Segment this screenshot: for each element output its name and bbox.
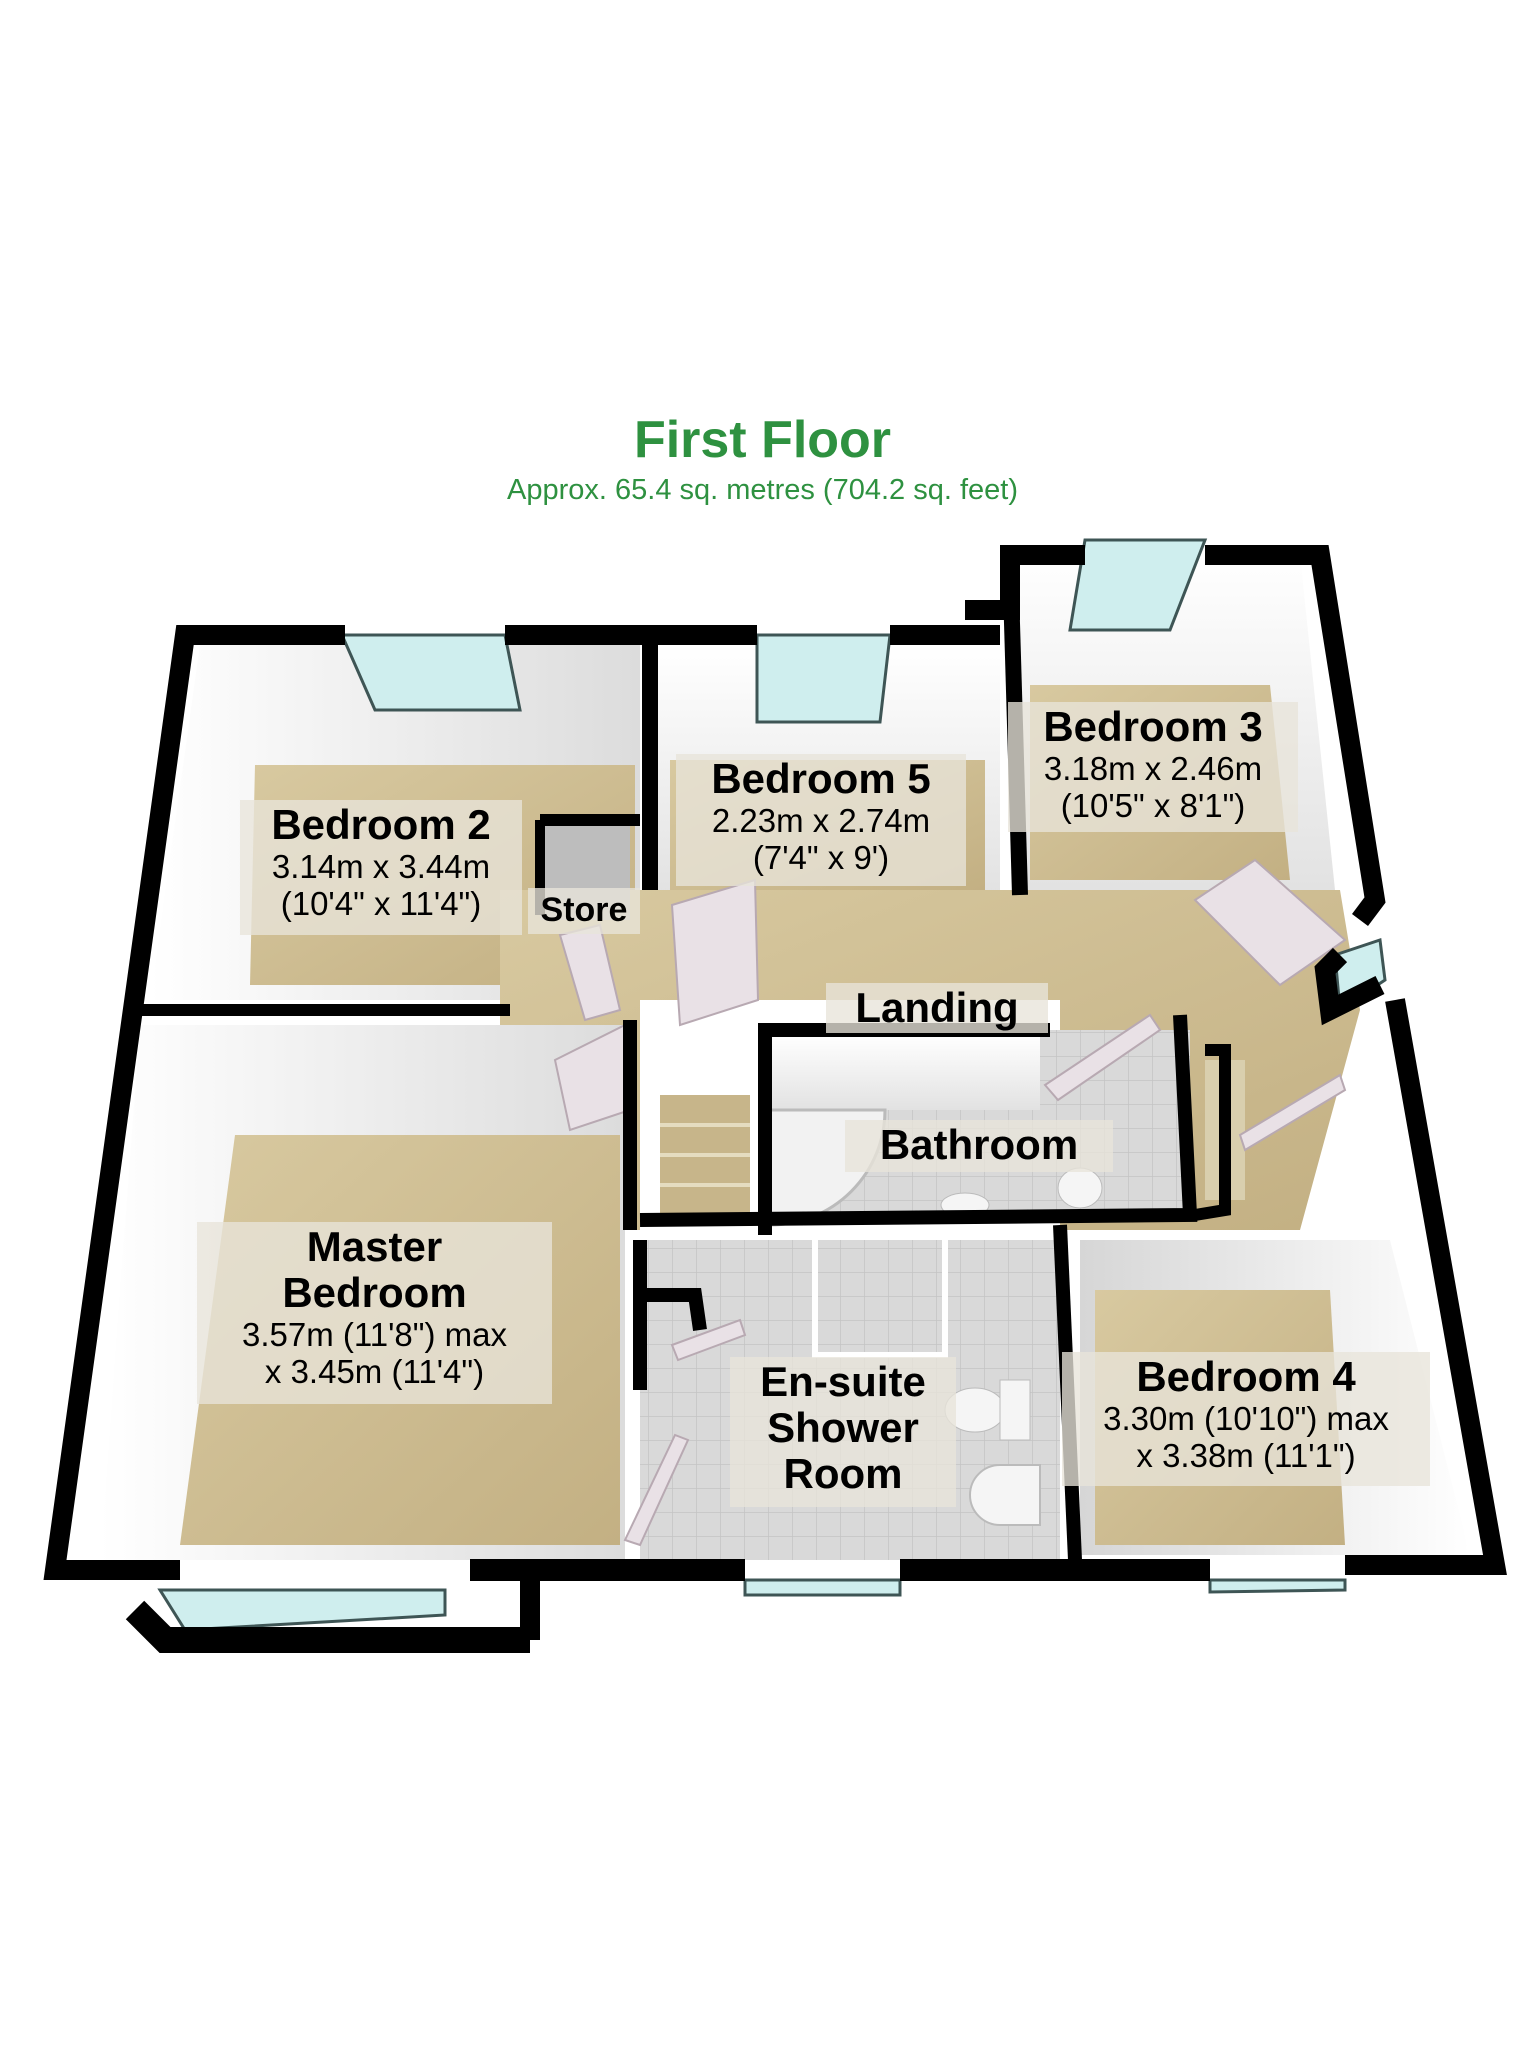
doors xyxy=(553,858,1347,1547)
room-name-line2: Bedroom xyxy=(282,1269,467,1316)
ensuite-basin-icon xyxy=(969,1464,1041,1526)
room-label-en-suite: En-suite Shower Room xyxy=(730,1357,956,1507)
bathroom-toilet-icon xyxy=(1057,1167,1103,1209)
room-name: Landing xyxy=(855,984,1019,1031)
room-name-line3: Room xyxy=(783,1450,903,1497)
room-name: Bedroom 5 xyxy=(711,755,931,802)
door-icon xyxy=(670,878,760,1027)
room-name-line1: Master xyxy=(306,1223,443,1270)
door-icon xyxy=(670,1318,747,1362)
window-icon xyxy=(1208,1578,1347,1594)
floor-header: First Floor Approx. 65.4 sq. metres (704… xyxy=(0,410,1525,508)
room-dimensions-line2: x 3.45m (11'4") xyxy=(264,1353,485,1390)
room-dimensions-imperial: (10'5" x 8'1") xyxy=(1060,787,1246,824)
window-icon xyxy=(755,633,892,724)
window-icon xyxy=(743,1578,902,1597)
door-icon xyxy=(623,1433,690,1547)
room-dimensions-metric: 2.23m x 2.74m xyxy=(711,802,931,839)
room-dimensions-line1: 3.57m (11'8") max xyxy=(242,1316,507,1353)
floor-area: Approx. 65.4 sq. metres (704.2 sq. feet) xyxy=(507,474,1018,506)
room-label-bathroom: Bathroom xyxy=(845,1120,1113,1172)
room-label-bedroom-2: Bedroom 2 3.14m x 3.44m (10'4" x 11'4") xyxy=(240,800,522,935)
room-dimensions-metric: 3.18m x 2.46m xyxy=(1043,750,1263,787)
fixtures xyxy=(768,1108,1103,1526)
room-dimensions-imperial: (7'4" x 9') xyxy=(752,839,890,876)
door-icon xyxy=(1238,1073,1347,1152)
door-icon xyxy=(1043,1013,1162,1102)
window-icon xyxy=(1068,538,1208,632)
floor-title: First Floor xyxy=(633,411,892,469)
room-label-store: Store xyxy=(528,888,640,934)
room-name-line1: En-suite xyxy=(760,1358,926,1405)
room-name: Bathroom xyxy=(879,1121,1079,1168)
window-icon xyxy=(157,1588,447,1632)
room-label-landing: Landing xyxy=(826,983,1048,1033)
room-dimensions-imperial: (10'4" x 11'4") xyxy=(280,885,482,922)
room-dimensions-line2: x 3.38m (11'1") xyxy=(1136,1437,1356,1474)
room-name: Bedroom 4 xyxy=(1136,1353,1356,1400)
room-name-line2: Shower xyxy=(767,1404,919,1451)
room-dimensions-line1: 3.30m (10'10") max xyxy=(1103,1400,1389,1437)
window-icon xyxy=(339,633,522,712)
shower-enclosure xyxy=(812,1232,948,1358)
room-dimensions-metric: 3.14m x 3.44m xyxy=(271,848,491,885)
room-label-bedroom-5: Bedroom 5 2.23m x 2.74m (7'4" x 9') xyxy=(676,754,966,886)
door-icon xyxy=(1193,858,1347,987)
room-label-bedroom-3: Bedroom 3 3.18m x 2.46m (10'5" x 8'1") xyxy=(1008,702,1298,832)
room-label-master-bedroom: Master Bedroom 3.57m (11'8") max x 3.45m… xyxy=(197,1222,552,1404)
windows xyxy=(157,538,1387,1632)
room-name: Store xyxy=(540,891,628,929)
room-name: Bedroom 3 xyxy=(1043,703,1263,750)
room-label-bedroom-4: Bedroom 4 3.30m (10'10") max x 3.38m (11… xyxy=(1062,1352,1430,1486)
room-name: Bedroom 2 xyxy=(271,801,491,848)
